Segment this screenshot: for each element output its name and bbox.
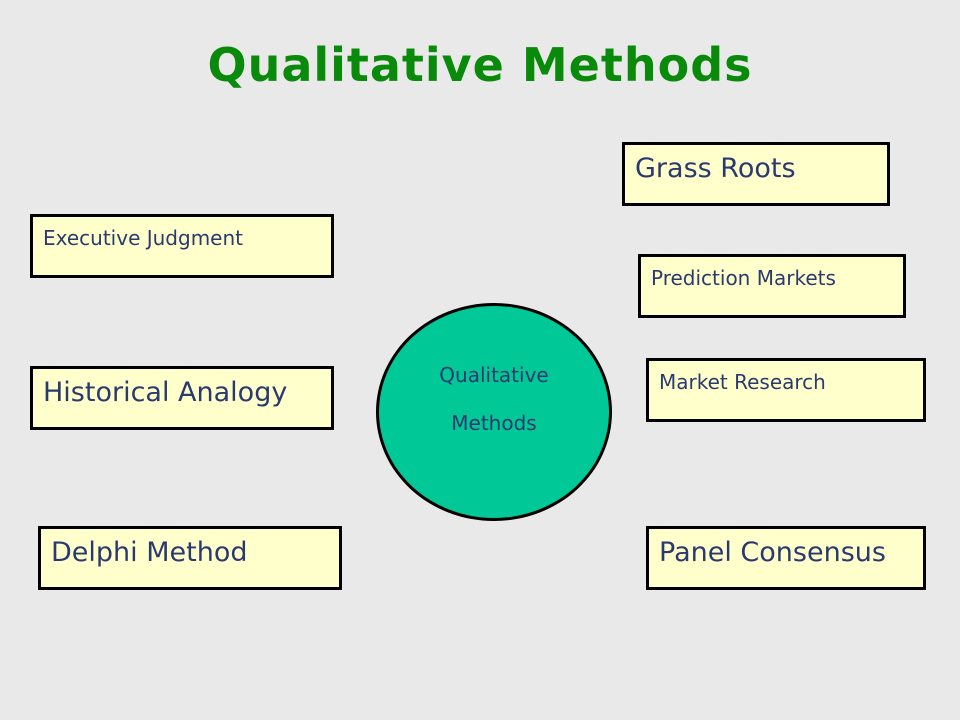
panel-consensus-box: Panel Consensus [646, 526, 926, 590]
prediction-markets-box: Prediction Markets [638, 254, 906, 318]
executive-judgment-box: Executive Judgment [30, 214, 334, 278]
center-label-line2: Methods [451, 411, 537, 435]
grass-roots-box: Grass Roots [622, 142, 890, 206]
center-label-line1: Qualitative [439, 363, 549, 387]
slide-title: Qualitative Methods [207, 38, 753, 92]
delphi-method-box: Delphi Method [38, 526, 342, 590]
center-circle: Qualitative Methods [376, 303, 612, 521]
historical-analogy-box: Historical Analogy [30, 366, 334, 430]
market-research-box: Market Research [646, 358, 926, 422]
